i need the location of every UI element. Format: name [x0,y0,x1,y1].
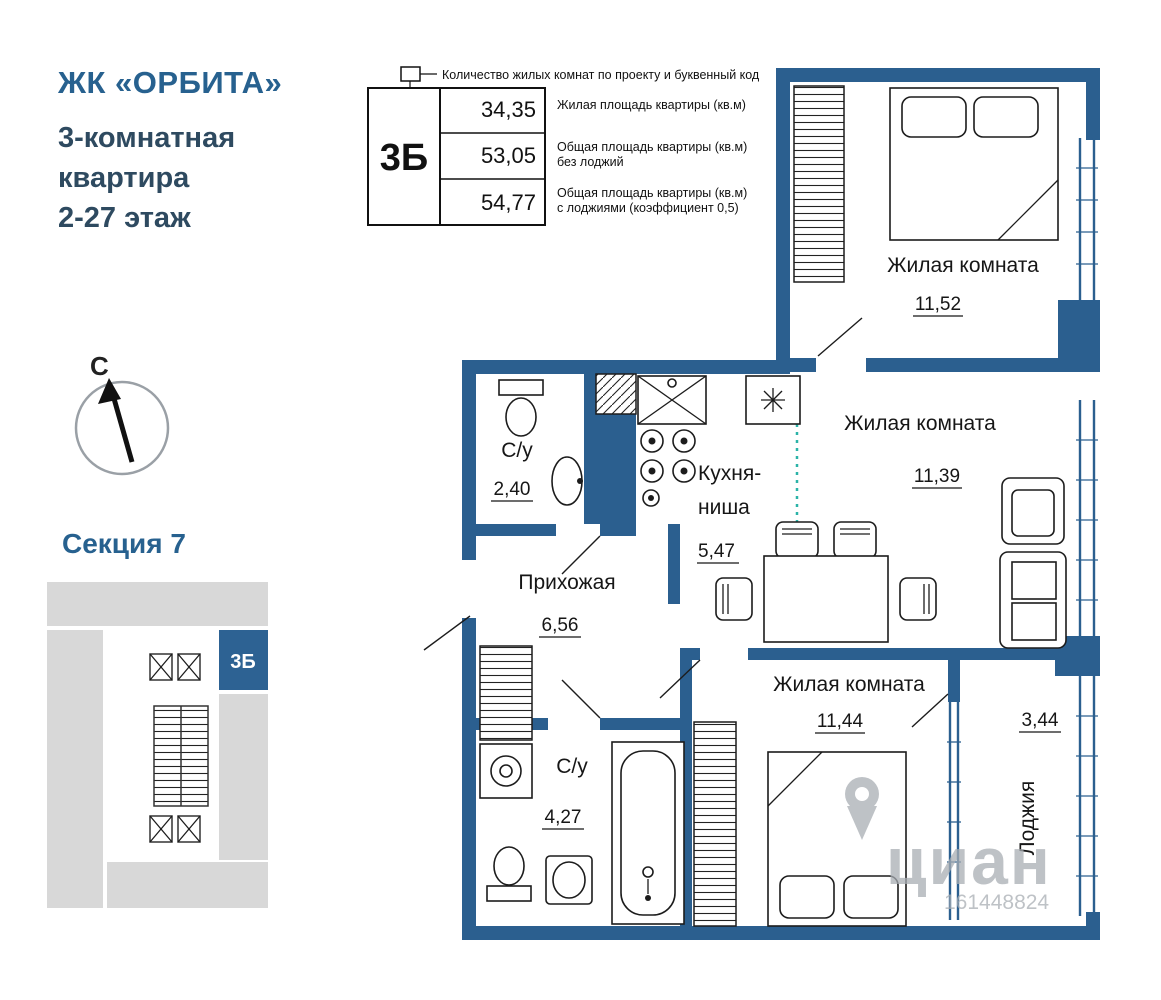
window-bedroom-top [1076,138,1098,300]
table-top [763,555,889,643]
bed-double-top [889,87,1059,241]
chair [775,521,819,559]
door-bathroom-top [561,535,601,575]
watermark: циан 161448824 [845,777,1052,914]
total-area-value: 53,05 [481,143,536,168]
table-border [367,87,546,226]
room-area-loggia: 3,44 [1022,710,1059,731]
room-labels: Жилая комната 11,52 Жилая комната 11,39 … [491,254,1061,855]
washing-machine [479,743,533,799]
door-bedroom-top [817,317,863,357]
wardrobe-bedroom-bottom [693,721,737,927]
section-block-right [219,694,268,860]
wardrobe-hallway [479,645,533,741]
area-info-table: 3Б 34,35 53,05 54,77 Жилая площадь кварт… [367,87,747,226]
total-area-with-loggia-value: 54,77 [481,190,536,215]
bed-double-bottom [767,751,907,927]
callout-box-icon [400,66,421,82]
room-name-living-middle: Жилая комната [844,412,996,435]
living-area-label: Жилая площадь квартиры (кв.м) [557,98,746,112]
apartment-type-line1: 3-комнатная [58,122,235,154]
sink-top [551,456,583,506]
toilet-bottom [486,846,532,902]
room-area-bedroom-bottom: 11,44 [817,711,864,732]
room-area-hallway: 6,56 [542,615,579,636]
section-window-icons-bottom [149,815,201,843]
chair [715,577,753,621]
room-area-living-middle: 11,39 [914,466,960,487]
section-stairs-icon [153,705,209,807]
compass-circle [74,380,170,476]
room-name-kitchen-1: Кухня- [698,462,761,485]
room-name-bedroom-bottom: Жилая комната [773,673,925,696]
compass-north-label: С [90,351,109,381]
compass-arrow-shaft [110,394,135,463]
room-area-kitchen: 5,47 [698,541,735,562]
watermark-pin-icon [847,806,877,840]
section-block-bottom [107,862,268,908]
total-area-label-1: Общая площадь квартиры (кв.м) [557,140,747,154]
window-living-middle [1076,400,1098,636]
callout-label: Количество жилых комнат по проекту и бук… [442,68,760,82]
window-balcony-door [947,702,961,920]
section-unit-label: 3Б [230,651,256,673]
sink-bottom [545,855,593,905]
door-loggia [911,693,949,728]
bathtub [611,741,685,925]
floors-range: 2-27 этаж [58,202,191,234]
window-loggia-glazing [1076,676,1098,916]
watermark-id: 161448824 [944,891,1049,914]
room-area-bathroom-bottom: 4,27 [545,807,582,828]
door-entry [423,615,471,651]
room-name-bathroom-bottom: С/у [556,755,588,778]
complex-title: ЖК «ОРБИТА» [57,65,282,100]
living-area-value: 34,35 [481,97,536,122]
section-block-top [47,582,268,626]
apartment-type-line2: квартира [58,162,190,194]
wardrobe-bedroom-top [793,85,845,283]
chair [833,521,877,559]
compass-arrow-head [98,378,121,404]
sofa [999,551,1067,649]
room-name-kitchen-2: ниша [698,496,750,519]
floor-plan-walls [460,68,1100,940]
armchair [1001,477,1065,545]
room-name-bathroom-top: С/у [501,439,533,462]
loggia-area-label-2: с лоджиями (коэффициент 0,5) [557,201,739,215]
chair [899,577,937,621]
section-block-left [47,630,103,908]
kitchen-stove-burners [640,429,696,507]
kitchen-sink [637,375,707,425]
room-name-bedroom-top: Жилая комната [887,254,1039,277]
section-title: Секция 7 [62,528,186,559]
door-bathroom-bottom [561,679,601,719]
entry-opening [460,560,478,618]
toilet-top [498,379,544,437]
kitchen-fridge [745,375,801,425]
watermark-brand: циан [886,824,1052,898]
dining-table [715,521,937,643]
section-window-icons-top [149,653,201,681]
room-name-hallway: Прихожая [518,571,615,594]
room-area-bathroom-top: 2,40 [494,479,531,500]
room-name-loggia: Лоджия [1016,781,1039,855]
room-area-bedroom-top: 11,52 [915,294,961,315]
loggia-area-label-1: Общая площадь квартиры (кв.м) [557,186,747,200]
section-unit-highlight [219,630,268,690]
total-area-label-2: без лоджий [557,155,624,169]
section-diagram: 3Б [47,582,268,908]
door-bedroom-bottom [659,659,701,699]
unit-code: 3Б [380,137,428,179]
compass: С [74,351,170,476]
vent-shaft [595,373,637,415]
door-swings [423,317,949,728]
unit-callout: Количество жилых комнат по проекту и бук… [400,66,760,88]
